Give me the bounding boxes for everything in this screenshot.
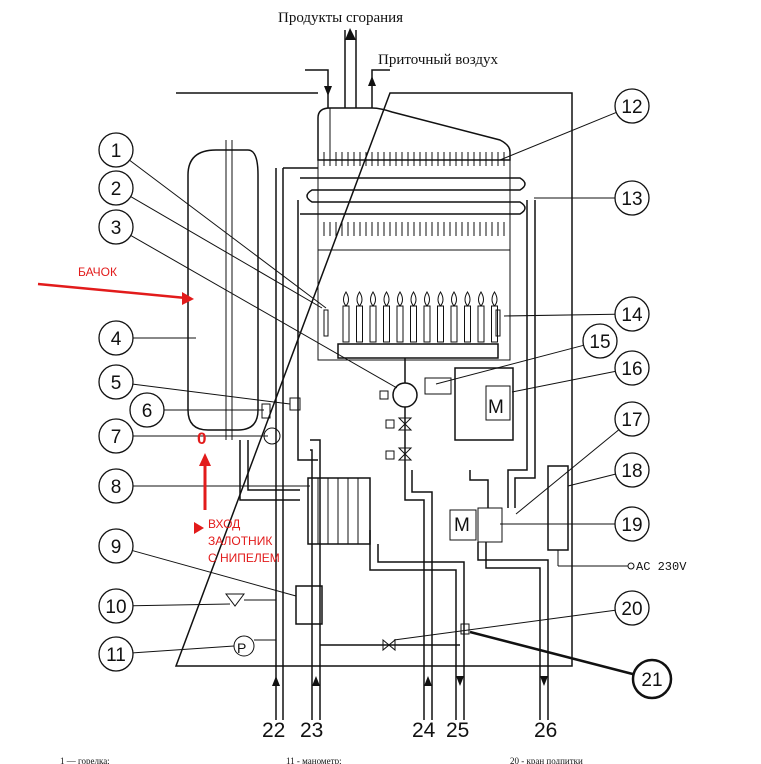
pipe-number-22: 22 bbox=[262, 719, 285, 742]
callout-number: 18 bbox=[621, 461, 642, 482]
callout-number: 3 bbox=[111, 218, 122, 239]
callout-5: 5 bbox=[98, 364, 291, 405]
callout-number: 7 bbox=[111, 427, 122, 448]
circulation-pump bbox=[295, 585, 323, 625]
callout-number: 6 bbox=[142, 401, 153, 422]
legend-item-1: 1 — горелка; bbox=[60, 756, 110, 764]
water-switch bbox=[289, 397, 301, 411]
callout-6: 6 bbox=[129, 392, 264, 428]
gas-valve bbox=[379, 358, 418, 470]
power-label: AC 230V bbox=[636, 560, 687, 574]
callout-21: 21 bbox=[469, 630, 673, 700]
air-vent bbox=[261, 403, 271, 419]
ignition-electrode bbox=[323, 309, 329, 337]
callout-number: 8 bbox=[111, 477, 122, 498]
callout-8: 8 bbox=[98, 468, 310, 504]
callout-20: 20 bbox=[393, 590, 650, 641]
callout-number: 16 bbox=[621, 359, 642, 380]
fan-motor: M bbox=[424, 367, 514, 441]
gas-manifold bbox=[337, 343, 499, 359]
svg-text:P: P bbox=[237, 640, 246, 656]
callout-16: 16 bbox=[511, 350, 650, 393]
burner-flame bbox=[342, 291, 350, 343]
callout-number: 5 bbox=[111, 373, 122, 394]
inlet-annotation: 0 ВХОД ЗАЛОТНИК С НИПЕЛЕМ bbox=[194, 429, 280, 565]
drain-valve bbox=[460, 623, 470, 635]
callout-number: 20 bbox=[621, 599, 642, 620]
callout-10: 10 bbox=[98, 588, 231, 624]
burner-row bbox=[342, 291, 498, 343]
burner-flame bbox=[410, 291, 417, 343]
heat-exchanger-coil bbox=[300, 177, 526, 215]
tank-note: БАЧОК bbox=[78, 265, 117, 279]
callout-number: 2 bbox=[111, 179, 122, 200]
callout-number: 15 bbox=[589, 332, 610, 353]
burner-flame bbox=[423, 291, 431, 343]
legend-item-11: 11 - манометр; bbox=[286, 756, 342, 764]
burner-flame bbox=[396, 291, 404, 343]
callout-12: 12 bbox=[499, 88, 650, 161]
ionisation-electrode bbox=[495, 309, 501, 337]
burner-flame bbox=[450, 291, 458, 343]
callout-number: 17 bbox=[621, 410, 642, 431]
pipe-number-25: 25 bbox=[446, 719, 469, 742]
expansion-tank bbox=[187, 140, 259, 440]
callout-13: 13 bbox=[534, 180, 650, 216]
callout-1: 1 bbox=[98, 132, 327, 309]
safety-valve bbox=[225, 593, 245, 607]
flue-pipe bbox=[305, 28, 390, 108]
burner-flame bbox=[477, 291, 485, 343]
burner-flame bbox=[437, 291, 444, 343]
svg-text:M: M bbox=[454, 515, 470, 536]
callout-number: 9 bbox=[111, 537, 122, 558]
inlet-note-line-3: С НИПЕЛЕМ bbox=[208, 551, 280, 565]
inlet-marker: 0 bbox=[197, 429, 206, 448]
callout-number: 11 bbox=[106, 645, 126, 666]
callout-19: 19 bbox=[500, 506, 650, 542]
heat-exchanger bbox=[317, 152, 505, 236]
burner-flame bbox=[369, 291, 377, 343]
callout-7: 7 bbox=[98, 418, 268, 454]
inlet-note-line-1: ВХОД bbox=[208, 517, 240, 531]
callout-number: 1 bbox=[111, 141, 122, 162]
callout-number: 4 bbox=[111, 329, 122, 350]
burner-flame bbox=[356, 291, 363, 343]
pipe-number-24: 24 bbox=[412, 719, 436, 742]
burner-flame bbox=[383, 291, 390, 343]
intake-label: Приточный воздух bbox=[378, 52, 499, 68]
burner-flame bbox=[491, 291, 498, 343]
inlet-note-line-2: ЗАЛОТНИК bbox=[208, 534, 272, 548]
pipe-number-23: 23 bbox=[300, 719, 323, 742]
svg-text:M: M bbox=[488, 397, 504, 418]
burner-flame bbox=[464, 291, 471, 343]
callout-number: 14 bbox=[621, 305, 643, 326]
control-board bbox=[547, 465, 569, 551]
callout-number: 21 bbox=[641, 670, 662, 691]
callout-15: 15 bbox=[435, 323, 618, 385]
callout-17: 17 bbox=[515, 401, 650, 515]
callout-number: 13 bbox=[621, 189, 642, 210]
three-way-valve: M bbox=[449, 507, 503, 543]
legend-item-20: 20 - кран подпитки bbox=[510, 756, 583, 764]
tank-annotation: БАЧОК bbox=[37, 265, 194, 305]
callout-number: 10 bbox=[105, 597, 126, 618]
callout-3: 3 bbox=[98, 209, 398, 389]
callout-4: 4 bbox=[98, 320, 196, 356]
callout-2: 2 bbox=[98, 170, 323, 309]
pipe-number-26: 26 bbox=[534, 719, 557, 742]
callout-14: 14 bbox=[503, 296, 650, 332]
callout-number: 19 bbox=[621, 515, 642, 536]
callout-18: 18 bbox=[567, 452, 650, 488]
callout-number: 12 bbox=[621, 97, 642, 118]
flue-hood bbox=[317, 107, 511, 161]
callout-9: 9 bbox=[98, 528, 297, 597]
water-pipes bbox=[239, 167, 635, 720]
exhaust-label: Продукты сгорания bbox=[278, 10, 403, 26]
plate-heat-exchanger bbox=[307, 477, 371, 545]
callout-11: 11 bbox=[98, 636, 235, 672]
pipe-arrows bbox=[272, 676, 548, 686]
